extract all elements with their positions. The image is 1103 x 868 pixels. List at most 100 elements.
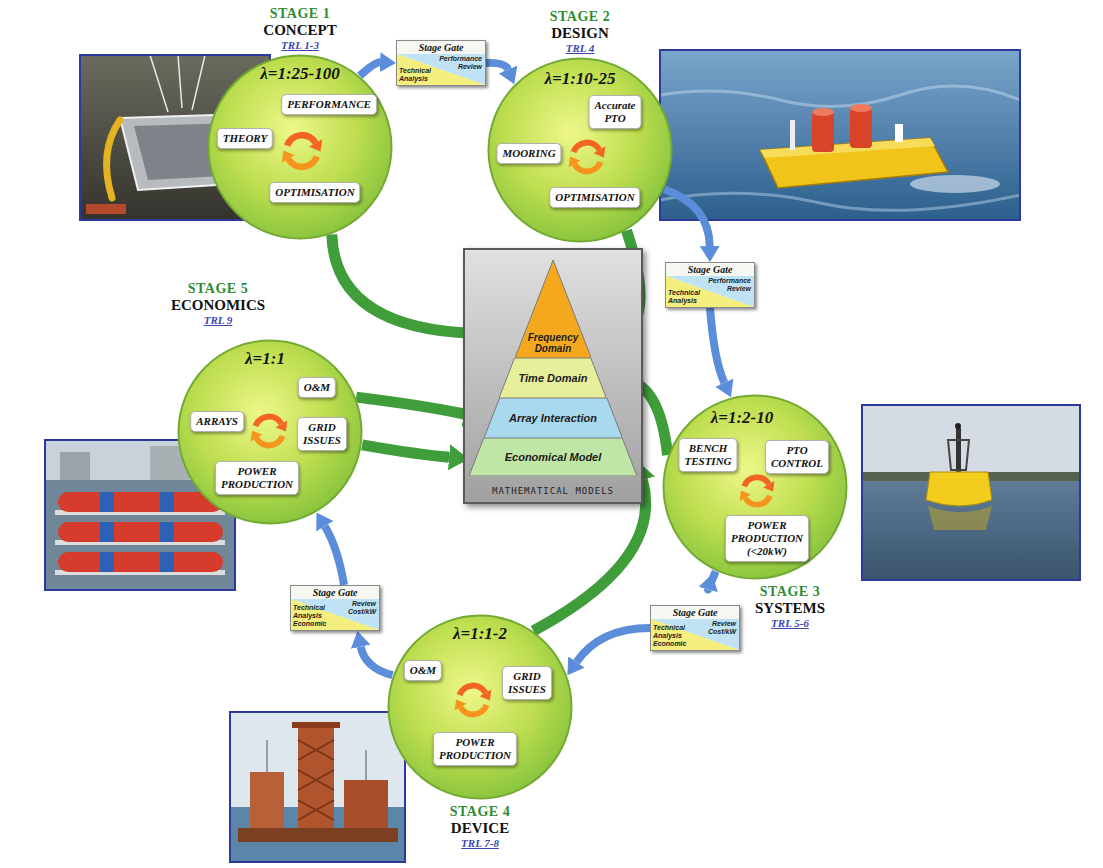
cycle-icon <box>740 477 775 504</box>
stage-name: CONCEPT <box>263 22 336 39</box>
gate-analysis: Technical Analysis <box>399 67 435 83</box>
scale-ratio: λ=1:1-2 <box>453 624 507 644</box>
model-arrow <box>362 445 449 457</box>
stage-number: STAGE 4 <box>450 804 510 820</box>
item-label: THEORY <box>223 132 267 145</box>
pyramid-band: Time Domain <box>499 358 606 398</box>
photo-buoy <box>862 405 1080 580</box>
pyramid-band: Frequency Domain <box>515 260 591 358</box>
topic-box: OPTIMISATION <box>549 187 640 208</box>
stage-gate: Stage GateReview Cost/kWTechnical Analys… <box>290 585 380 631</box>
topic-box: O&M <box>404 660 442 681</box>
item-label: MOORING <box>502 147 555 160</box>
item-label: GRID ISSUES <box>303 421 341 447</box>
scale-ratio: λ=1:2-10 <box>711 408 774 428</box>
item-label: ARRAYS <box>196 415 238 428</box>
pyramid-band: Array Interaction <box>484 398 622 438</box>
gate-title: Stage Gate <box>651 606 739 619</box>
gate-arrow <box>708 571 716 589</box>
item-label: OPTIMISATION <box>275 186 354 199</box>
topic-box: POWER PRODUCTION <box>215 461 299 495</box>
scale-ratio: λ=1:10-25 <box>544 69 615 89</box>
topic-box: OPTIMISATION <box>269 182 360 203</box>
photo-sea-trial <box>660 50 1020 220</box>
stage-number: STAGE 1 <box>263 6 336 22</box>
gate-arrow <box>710 308 724 383</box>
stage-name: ECONOMICS <box>171 297 265 314</box>
topic-box: POWER PRODUCTION (<20kW) <box>725 515 809 562</box>
item-label: POWER PRODUCTION <box>439 736 511 762</box>
scale-ratio: λ=1:1 <box>245 349 285 369</box>
cycle-icon <box>251 417 288 446</box>
cycle-icon <box>455 686 492 715</box>
circle-fill <box>489 59 672 242</box>
stage-name: DESIGN <box>550 25 610 42</box>
pyramid-band: Economical Model <box>469 438 637 476</box>
gate-review: Performance Review <box>436 55 482 71</box>
stage-circle: STAGE 5ECONOMICSTRL 9λ=1:1O&MARRAYSGRID … <box>177 339 363 525</box>
gate-review: Performance Review <box>705 277 751 293</box>
item-label: Accurate PTO <box>595 99 636 125</box>
stage-name: SYSTEMS <box>755 600 825 617</box>
model-arrow <box>356 397 464 414</box>
gate-arrow <box>325 526 344 585</box>
stage-gate: Stage GatePerformance ReviewTechnical An… <box>665 262 755 308</box>
stage-heading: STAGE 3SYSTEMSTRL 5-6 <box>755 584 825 630</box>
gate-arrow <box>360 62 380 76</box>
model-level: Array Interaction <box>509 412 597 424</box>
topic-box: ARRAYS <box>190 411 244 432</box>
model-level: Economical Model <box>505 451 602 463</box>
panel-caption: MATHEMATICAL MODELS <box>465 486 641 497</box>
trl-level: TRL 9 <box>171 314 265 327</box>
stage-heading: STAGE 1CONCEPTTRL 1-3 <box>263 6 336 52</box>
models-panel: MATHEMATICAL MODELS Frequency DomainTime … <box>463 248 643 504</box>
item-label: O&M <box>410 664 436 677</box>
circle-fill <box>389 616 572 799</box>
topic-box: GRID ISSUES <box>502 666 552 700</box>
item-label: BENCH TESTING <box>684 442 731 468</box>
topic-box: POWER PRODUCTION <box>433 732 517 766</box>
item-label: GRID ISSUES <box>508 670 546 696</box>
gate-title: Stage Gate <box>291 586 379 599</box>
cycle-icon <box>282 135 322 167</box>
gate-analysis: Technical Analysis Economic <box>653 624 689 648</box>
item-label: PTO CONTROL <box>771 444 823 470</box>
topic-box: PERFORMANCE <box>281 94 377 115</box>
stage-number: STAGE 5 <box>171 281 265 297</box>
cycle-icon <box>569 143 606 172</box>
stage-circle: STAGE 1CONCEPTTRL 1-3λ=1:25-100PERFORMAN… <box>207 54 393 240</box>
circle-fill <box>179 341 362 524</box>
stage-number: STAGE 2 <box>550 9 610 25</box>
gate-analysis: Technical Analysis <box>668 289 704 305</box>
model-level: Frequency Domain <box>528 332 579 354</box>
gate-arrow <box>664 189 709 246</box>
stage-heading: STAGE 5ECONOMICSTRL 9 <box>171 281 265 327</box>
gate-arrow <box>361 647 393 676</box>
topic-box: MOORING <box>496 143 561 164</box>
stage-name: DEVICE <box>450 820 510 837</box>
stage-circle: STAGE 3SYSTEMSTRL 5-6λ=1:2-10BENCH TESTI… <box>662 394 848 580</box>
topic-box: O&M <box>298 377 336 398</box>
item-label: PERFORMANCE <box>287 98 371 111</box>
gate-title: Stage Gate <box>666 263 754 276</box>
topic-box: Accurate PTO <box>589 95 642 129</box>
circle-fill <box>209 56 392 239</box>
topic-box: THEORY <box>217 128 273 149</box>
circle-fill <box>664 396 847 579</box>
gate-title: Stage Gate <box>397 41 485 54</box>
stage-heading: STAGE 4DEVICETRL 7-8 <box>450 804 510 850</box>
stage-gate: Stage GatePerformance ReviewTechnical An… <box>396 40 486 86</box>
trl-level: TRL 7-8 <box>450 837 510 850</box>
topic-box: BENCH TESTING <box>678 438 737 472</box>
item-label: O&M <box>304 381 330 394</box>
scale-ratio: λ=1:25-100 <box>260 64 340 84</box>
gate-review: Review Cost/kW <box>330 600 376 616</box>
topic-box: GRID ISSUES <box>297 417 347 451</box>
trl-level: TRL 4 <box>550 42 610 55</box>
gate-review: Review Cost/kW <box>690 620 736 636</box>
gate-arrow <box>576 628 650 662</box>
photo-device <box>230 712 405 862</box>
stage-number: STAGE 3 <box>755 584 825 600</box>
item-label: POWER PRODUCTION (<20kW) <box>731 519 803 558</box>
